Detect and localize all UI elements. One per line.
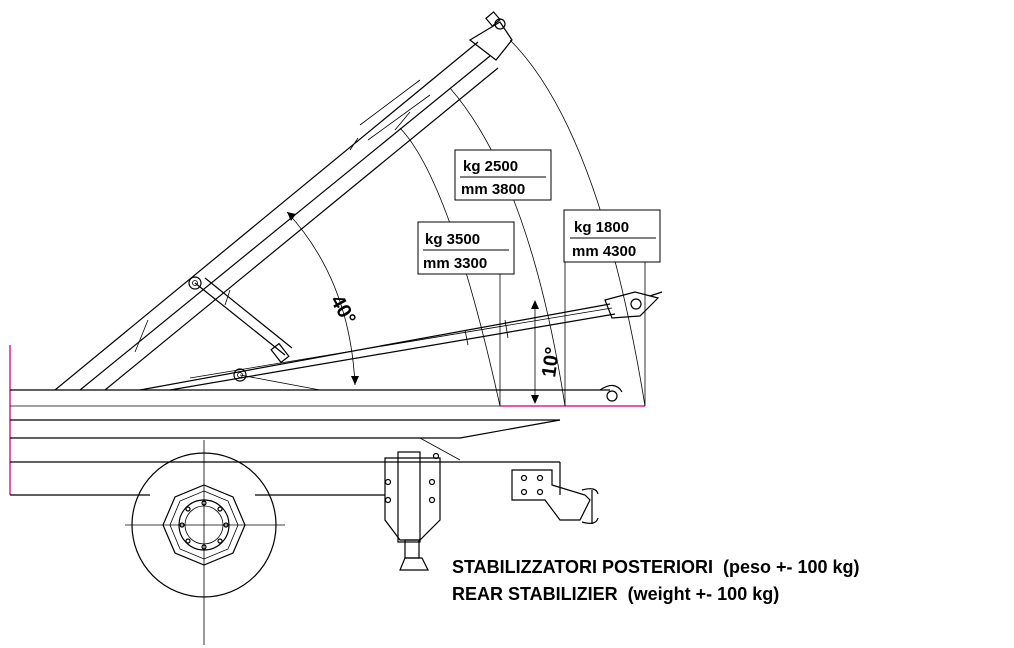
load-2500-weight: kg 2500 bbox=[463, 158, 518, 175]
load-2500-reach: mm 3800 bbox=[461, 181, 525, 198]
upper-boom bbox=[54, 11, 513, 391]
load-1800-weight: kg 1800 bbox=[574, 219, 629, 236]
caption-english: REAR STABILIZIER (weight +- 100 kg) bbox=[452, 584, 779, 604]
lower-boom bbox=[139, 291, 663, 391]
load-3500-reach: mm 3300 bbox=[423, 255, 487, 272]
wheel bbox=[125, 440, 285, 645]
load-3500-weight: kg 3500 bbox=[425, 231, 480, 248]
load-box-1800: kg 1800 mm 4300 bbox=[563, 209, 661, 263]
angle-label-10: 10° bbox=[538, 346, 564, 379]
angle-label-40: 40° bbox=[326, 292, 360, 329]
caption-italian: STABILIZZATORI POSTERIORI (peso +- 100 k… bbox=[452, 557, 860, 577]
reach-arcs bbox=[399, 39, 646, 407]
load-box-2500: kg 2500 mm 3800 bbox=[454, 149, 552, 201]
load-1800-reach: mm 4300 bbox=[572, 243, 636, 260]
trailer-chassis bbox=[10, 384, 623, 496]
load-box-3500: kg 3500 mm 3300 bbox=[417, 221, 515, 275]
angle-arcs bbox=[286, 211, 539, 404]
rear-stabilizer bbox=[384, 451, 599, 571]
